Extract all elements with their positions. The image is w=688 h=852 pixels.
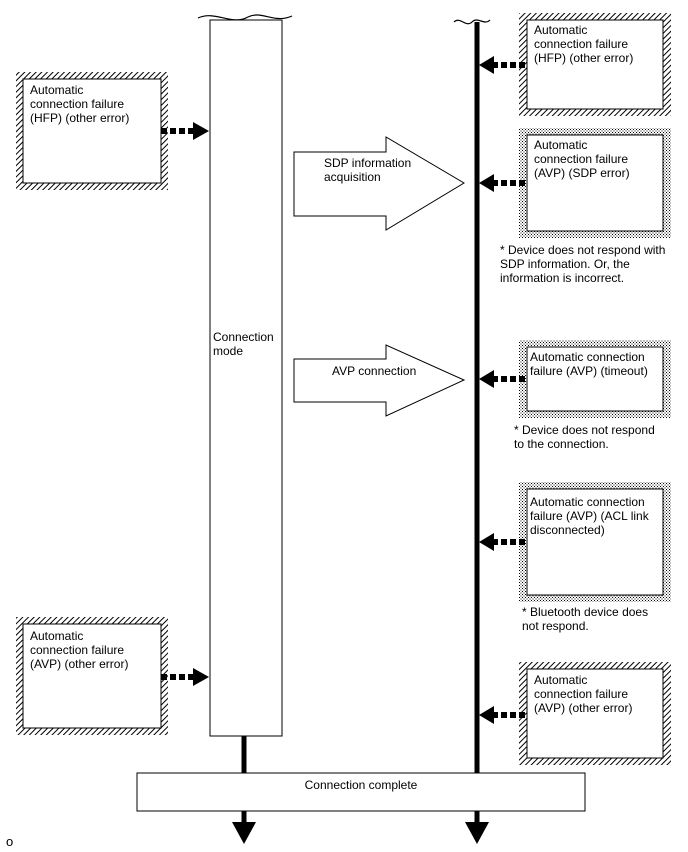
sdp-acquisition-label: SDP information acquisition: [324, 156, 412, 184]
avp-connection-label: AVP connection: [332, 364, 417, 378]
right-failure-box-1: [519, 13, 671, 116]
acl-disconnect-note: * Bluetooth device does not respond.: [522, 605, 649, 633]
dashed-arrow-right-4: [479, 533, 525, 551]
dashed-arrow-right-2: [479, 174, 525, 192]
connection-mode-label: Connection mode: [213, 330, 274, 358]
dashed-arrow-right-3: [479, 370, 525, 388]
output-arrow-right: [465, 811, 489, 844]
dashed-arrow-right-5: [479, 706, 525, 724]
right-failure-box-4: [519, 482, 671, 602]
timeout-note: * Device does not respond to the connect…: [514, 423, 655, 451]
figure-id: o: [6, 834, 14, 849]
connection-mode-column: [197, 14, 293, 737]
right-failure-3-text: Automatic connection failure (AVP) (time…: [530, 350, 648, 378]
avp-connection-arrow: [293, 344, 466, 417]
dashed-arrow-left-1: [161, 122, 209, 140]
connection-complete-bar: [136, 772, 586, 812]
left-failure-hfp-text: Automatic connection failure (HFP) (othe…: [30, 83, 130, 125]
left-failure-avp-text: Automatic connection failure (AVP) (othe…: [30, 629, 129, 671]
left-failure-box-avp: [16, 617, 168, 735]
connection-complete-label: Connection complete: [304, 778, 418, 792]
sdp-error-note: * Device does not respond with SDP infor…: [500, 243, 666, 285]
output-arrow-left: [232, 811, 256, 844]
right-failure-4-text: Automatic connection failure (AVP) (ACL …: [530, 495, 649, 537]
dashed-arrow-left-2: [161, 668, 209, 686]
right-failure-box-2: [519, 128, 671, 238]
left-failure-box-hfp: [16, 72, 168, 190]
right-failure-box-3: [519, 340, 671, 418]
sdp-acquisition-arrow: [293, 136, 465, 231]
right-failure-2-text: Automatic connection failure (AVP) (SDP …: [534, 138, 630, 180]
dashed-arrow-right-1: [479, 56, 525, 74]
status-timeline-line: [453, 19, 491, 773]
right-failure-1-text: Automatic connection failure (HFP) (othe…: [534, 23, 634, 65]
right-failure-5-text: Automatic connection failure (AVP) (othe…: [534, 673, 633, 715]
right-failure-box-5: [519, 662, 671, 765]
